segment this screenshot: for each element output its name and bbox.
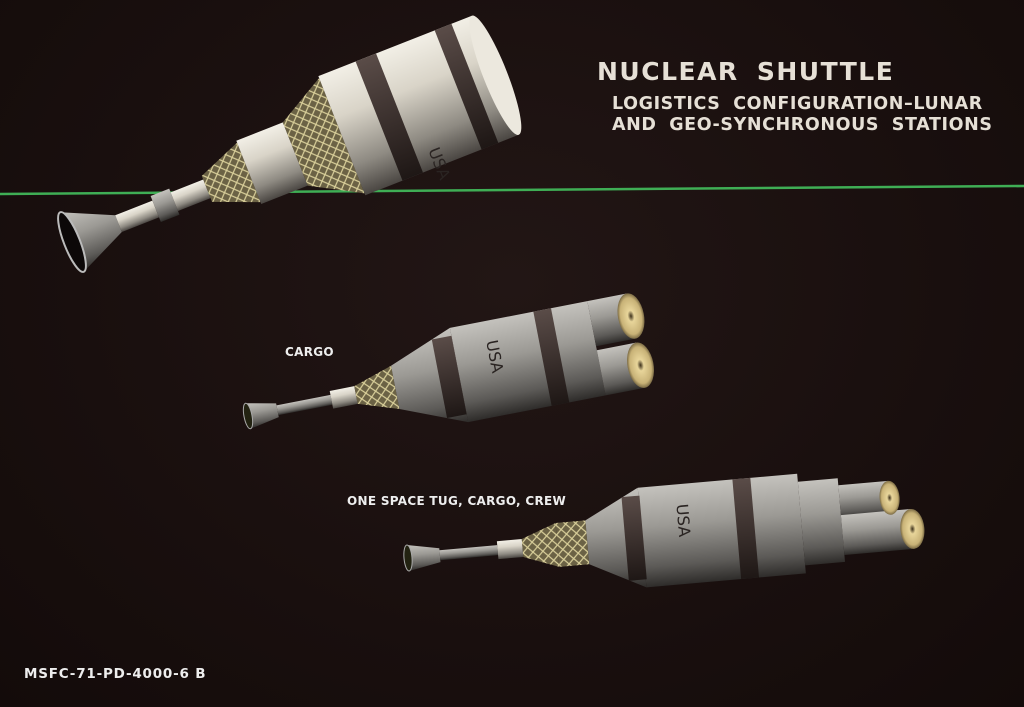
usa-marking: USA <box>672 503 694 538</box>
cargo-vehicle: USA <box>242 293 655 430</box>
tug-cargo-crew-vehicle: USA <box>403 473 925 588</box>
crew-label: ONE SPACE TUG, CARGO, CREW <box>347 494 567 508</box>
page-subtitle: LOGISTICS CONFIGURATION–LUNAR AND GEO-SY… <box>612 94 993 136</box>
divider-line <box>0 184 1024 196</box>
nuclear-shuttle-vehicle-top: USA <box>57 15 522 273</box>
subtitle-line-1: LOGISTICS CONFIGURATION–LUNAR <box>612 94 983 114</box>
subtitle-line-2: AND GEO-SYNCHRONOUS STATIONS <box>612 115 993 135</box>
document-id: MSFC-71-PD-4000-6 B <box>24 666 207 682</box>
page-title: NUCLEAR SHUTTLE <box>597 57 895 86</box>
cargo-label: CARGO <box>285 345 334 359</box>
